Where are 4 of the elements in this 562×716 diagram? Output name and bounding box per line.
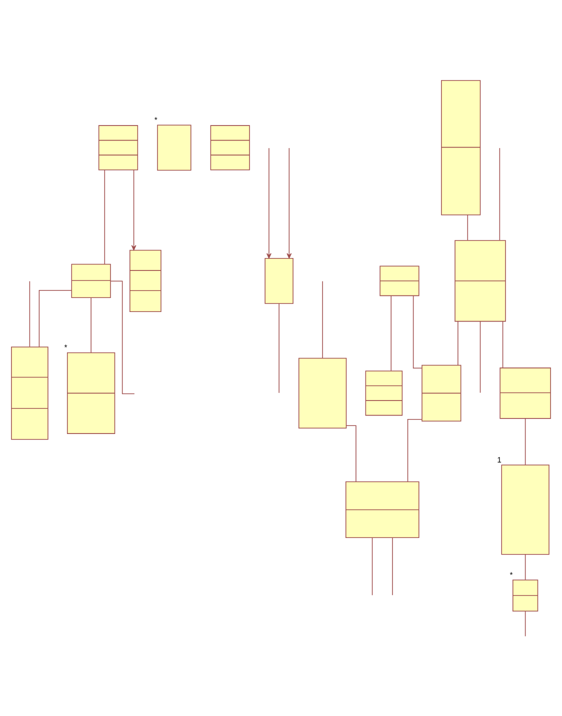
node-label: * <box>510 570 513 579</box>
node-label: * <box>154 114 158 124</box>
node-label: * <box>64 342 68 352</box>
node-label: 1 <box>497 454 502 464</box>
